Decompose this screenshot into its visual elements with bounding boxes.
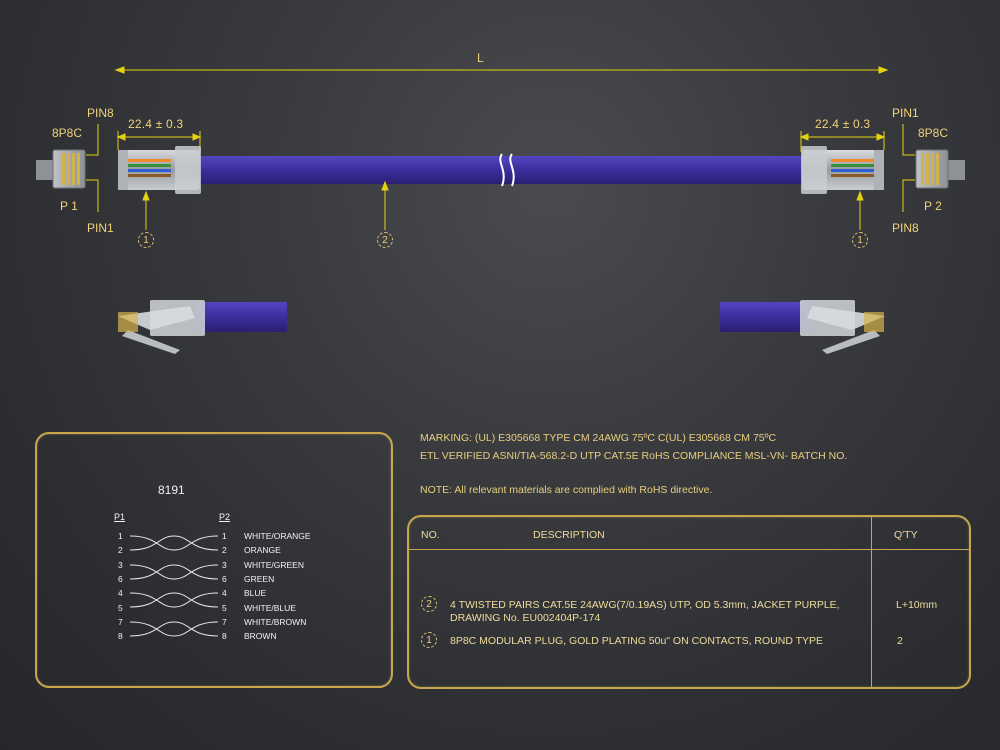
left-plug: [118, 146, 201, 194]
wiring-color-label: GREEN: [244, 573, 275, 584]
callout-cable: 2: [377, 232, 393, 248]
wiring-color-label: BROWN: [244, 631, 277, 642]
wiring-color-label: WHITE/ORANGE: [244, 531, 311, 541]
plug-dimension-left: [116, 131, 202, 152]
twisted-pair-diagram: [129, 535, 219, 637]
right-plug: [801, 146, 884, 194]
wiring-p1-pin: 5: [118, 602, 123, 613]
plug-length-right-label: 22.4 ± 0.3: [815, 117, 871, 131]
left-port-label: P 1: [60, 199, 78, 213]
right-pin-leaders: [902, 124, 915, 212]
wiring-p1-pin: 1: [118, 531, 123, 541]
right-end-view-connector: [915, 149, 965, 189]
right-port-label: P 2: [924, 199, 942, 213]
p1-header: P1: [114, 512, 126, 522]
wiring-p1-pin: 3: [118, 559, 123, 570]
plug-length-left-label: 22.4 ± 0.3: [128, 117, 184, 131]
rohs-note: NOTE: All relevant materials are complie…: [420, 484, 713, 496]
wiring-color-label: WHITE/GREEN: [244, 559, 304, 570]
wiring-p1-pin: 7: [118, 616, 123, 627]
wiring-color-label: BLUE: [244, 588, 267, 599]
bom-row-1-no: 1: [421, 632, 437, 648]
bom-header-no: NO.: [421, 529, 440, 541]
wiring-p2-pin: 5: [222, 602, 227, 613]
marking-note: MARKING: (UL) E305668 TYPE CM 24AWG 75ºC…: [420, 432, 777, 444]
callout-plug-left: 1: [138, 232, 154, 248]
p2-header: P2: [219, 512, 231, 522]
etl-note: ETL VERIFIED ASNI/TIA-568.2-D UTP CAT.5E…: [420, 450, 848, 462]
wiring-p1-pin: 2: [118, 545, 123, 556]
wiring-p2-pin: 2: [222, 545, 227, 556]
wiring-color-label: ORANGE: [244, 545, 281, 556]
right-pin-bottom: PIN8: [892, 221, 919, 235]
left-connector-type: 8P8C: [52, 126, 83, 140]
right-pin-top: PIN1: [892, 106, 919, 120]
bom-column-divider: [871, 517, 872, 687]
left-pin-bottom: PIN1: [87, 221, 114, 235]
callout-plug-right: 1: [852, 232, 868, 248]
wiring-p1-pin: 8: [118, 631, 123, 642]
part-number: 8191: [158, 483, 185, 497]
bom-row-2-desc-line1: 4 TWISTED PAIRS CAT.5E 24AWG(7/0.19AS) U…: [450, 599, 840, 611]
right-plug-side-view: [720, 300, 885, 354]
bom-row-1-qty: 2: [897, 635, 903, 647]
left-pin-top: PIN8: [87, 106, 114, 120]
bom-header-divider: [409, 549, 969, 550]
bom-header-qty: Q'TY: [894, 529, 918, 541]
left-pin-leaders: [86, 124, 99, 212]
bom-header-desc: DESCRIPTION: [533, 529, 605, 541]
left-plug-side-view: [118, 300, 287, 354]
bom-table: [407, 515, 971, 689]
length-label: L: [477, 51, 484, 65]
cable-drawing: [36, 66, 965, 354]
wiring-p1-pin: 4: [118, 588, 123, 599]
right-connector-type: 8P8C: [918, 126, 949, 140]
left-end-view-connector: [36, 149, 86, 189]
wiring-color-label: WHITE/BLUE: [244, 602, 296, 613]
wiring-p1-pin: 6: [118, 573, 123, 584]
wiring-p2-pin: 6: [222, 573, 227, 584]
bom-row-2-desc-line2: DRAWING No. EU002404P-174: [450, 612, 601, 624]
bom-row-2-qty: L+10mm: [896, 599, 938, 611]
wiring-frame: [35, 432, 393, 688]
callout-leaders: [142, 180, 864, 230]
wiring-color-label: WHITE/BROWN: [244, 616, 307, 627]
bom-row-1-desc: 8P8C MODULAR PLUG, GOLD PLATING 50u" ON …: [450, 635, 824, 647]
wiring-p2-pin: 8: [222, 631, 227, 642]
wiring-p2-pin: 1: [222, 531, 227, 541]
wiring-p2-pin: 7: [222, 616, 227, 627]
cable-jacket: [196, 153, 808, 187]
length-dimension: [114, 66, 889, 74]
bom-row-2-no: 2: [421, 596, 437, 612]
wiring-p2-pin: 3: [222, 559, 227, 570]
wiring-p2-pin: 4: [222, 588, 227, 599]
